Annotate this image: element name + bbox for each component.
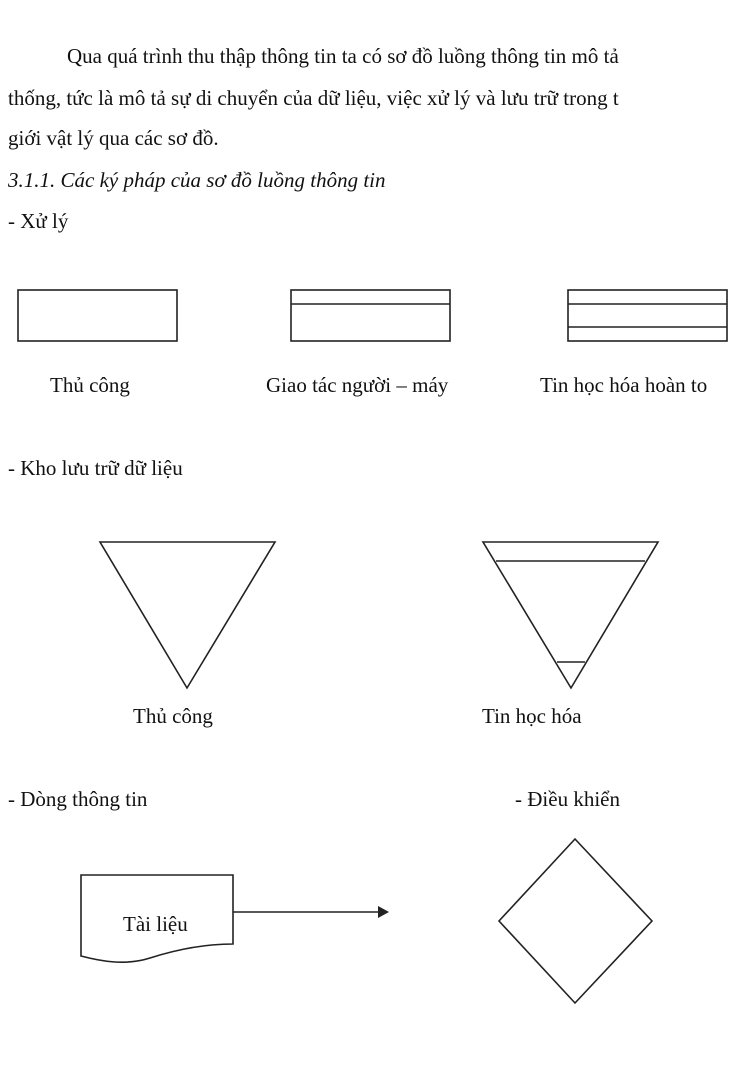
process-human-machine-caption: Giao tác người – máy (266, 373, 449, 397)
process-human-machine-symbol (290, 289, 451, 342)
section-heading: 3.1.1. Các ký pháp của sơ đồ luồng thông… (8, 168, 386, 192)
process-computerized-caption: Tin học hóa hoàn to (540, 373, 708, 397)
storage-label: - Kho lưu trữ dữ liệu (8, 456, 183, 480)
storage-computerized-caption: Tin học hóa (482, 704, 582, 728)
process-manual-symbol (17, 289, 178, 342)
process-manual-caption: Thủ công (50, 373, 130, 397)
storage-computerized-symbol (481, 541, 660, 690)
process-computerized-symbol (567, 289, 728, 342)
intro-line-2: thống, tức là mô tả sự di chuyển của dữ … (8, 86, 619, 110)
document-symbol (80, 874, 234, 963)
flow-label: - Dòng thông tin (8, 787, 148, 811)
intro-line-3: giới vật lý qua các sơ đồ. (8, 126, 219, 150)
flow-arrow (233, 906, 389, 918)
document-text: Tài liệu (123, 912, 188, 936)
intro-line-1: Qua quá trình thu thập thông tin ta có s… (67, 44, 619, 68)
storage-manual-caption: Thủ công (133, 704, 213, 728)
storage-manual-symbol (98, 541, 277, 690)
control-diamond-symbol (497, 837, 654, 1005)
processing-label: - Xử lý (8, 209, 69, 233)
control-label: - Điều khiển (515, 787, 620, 811)
